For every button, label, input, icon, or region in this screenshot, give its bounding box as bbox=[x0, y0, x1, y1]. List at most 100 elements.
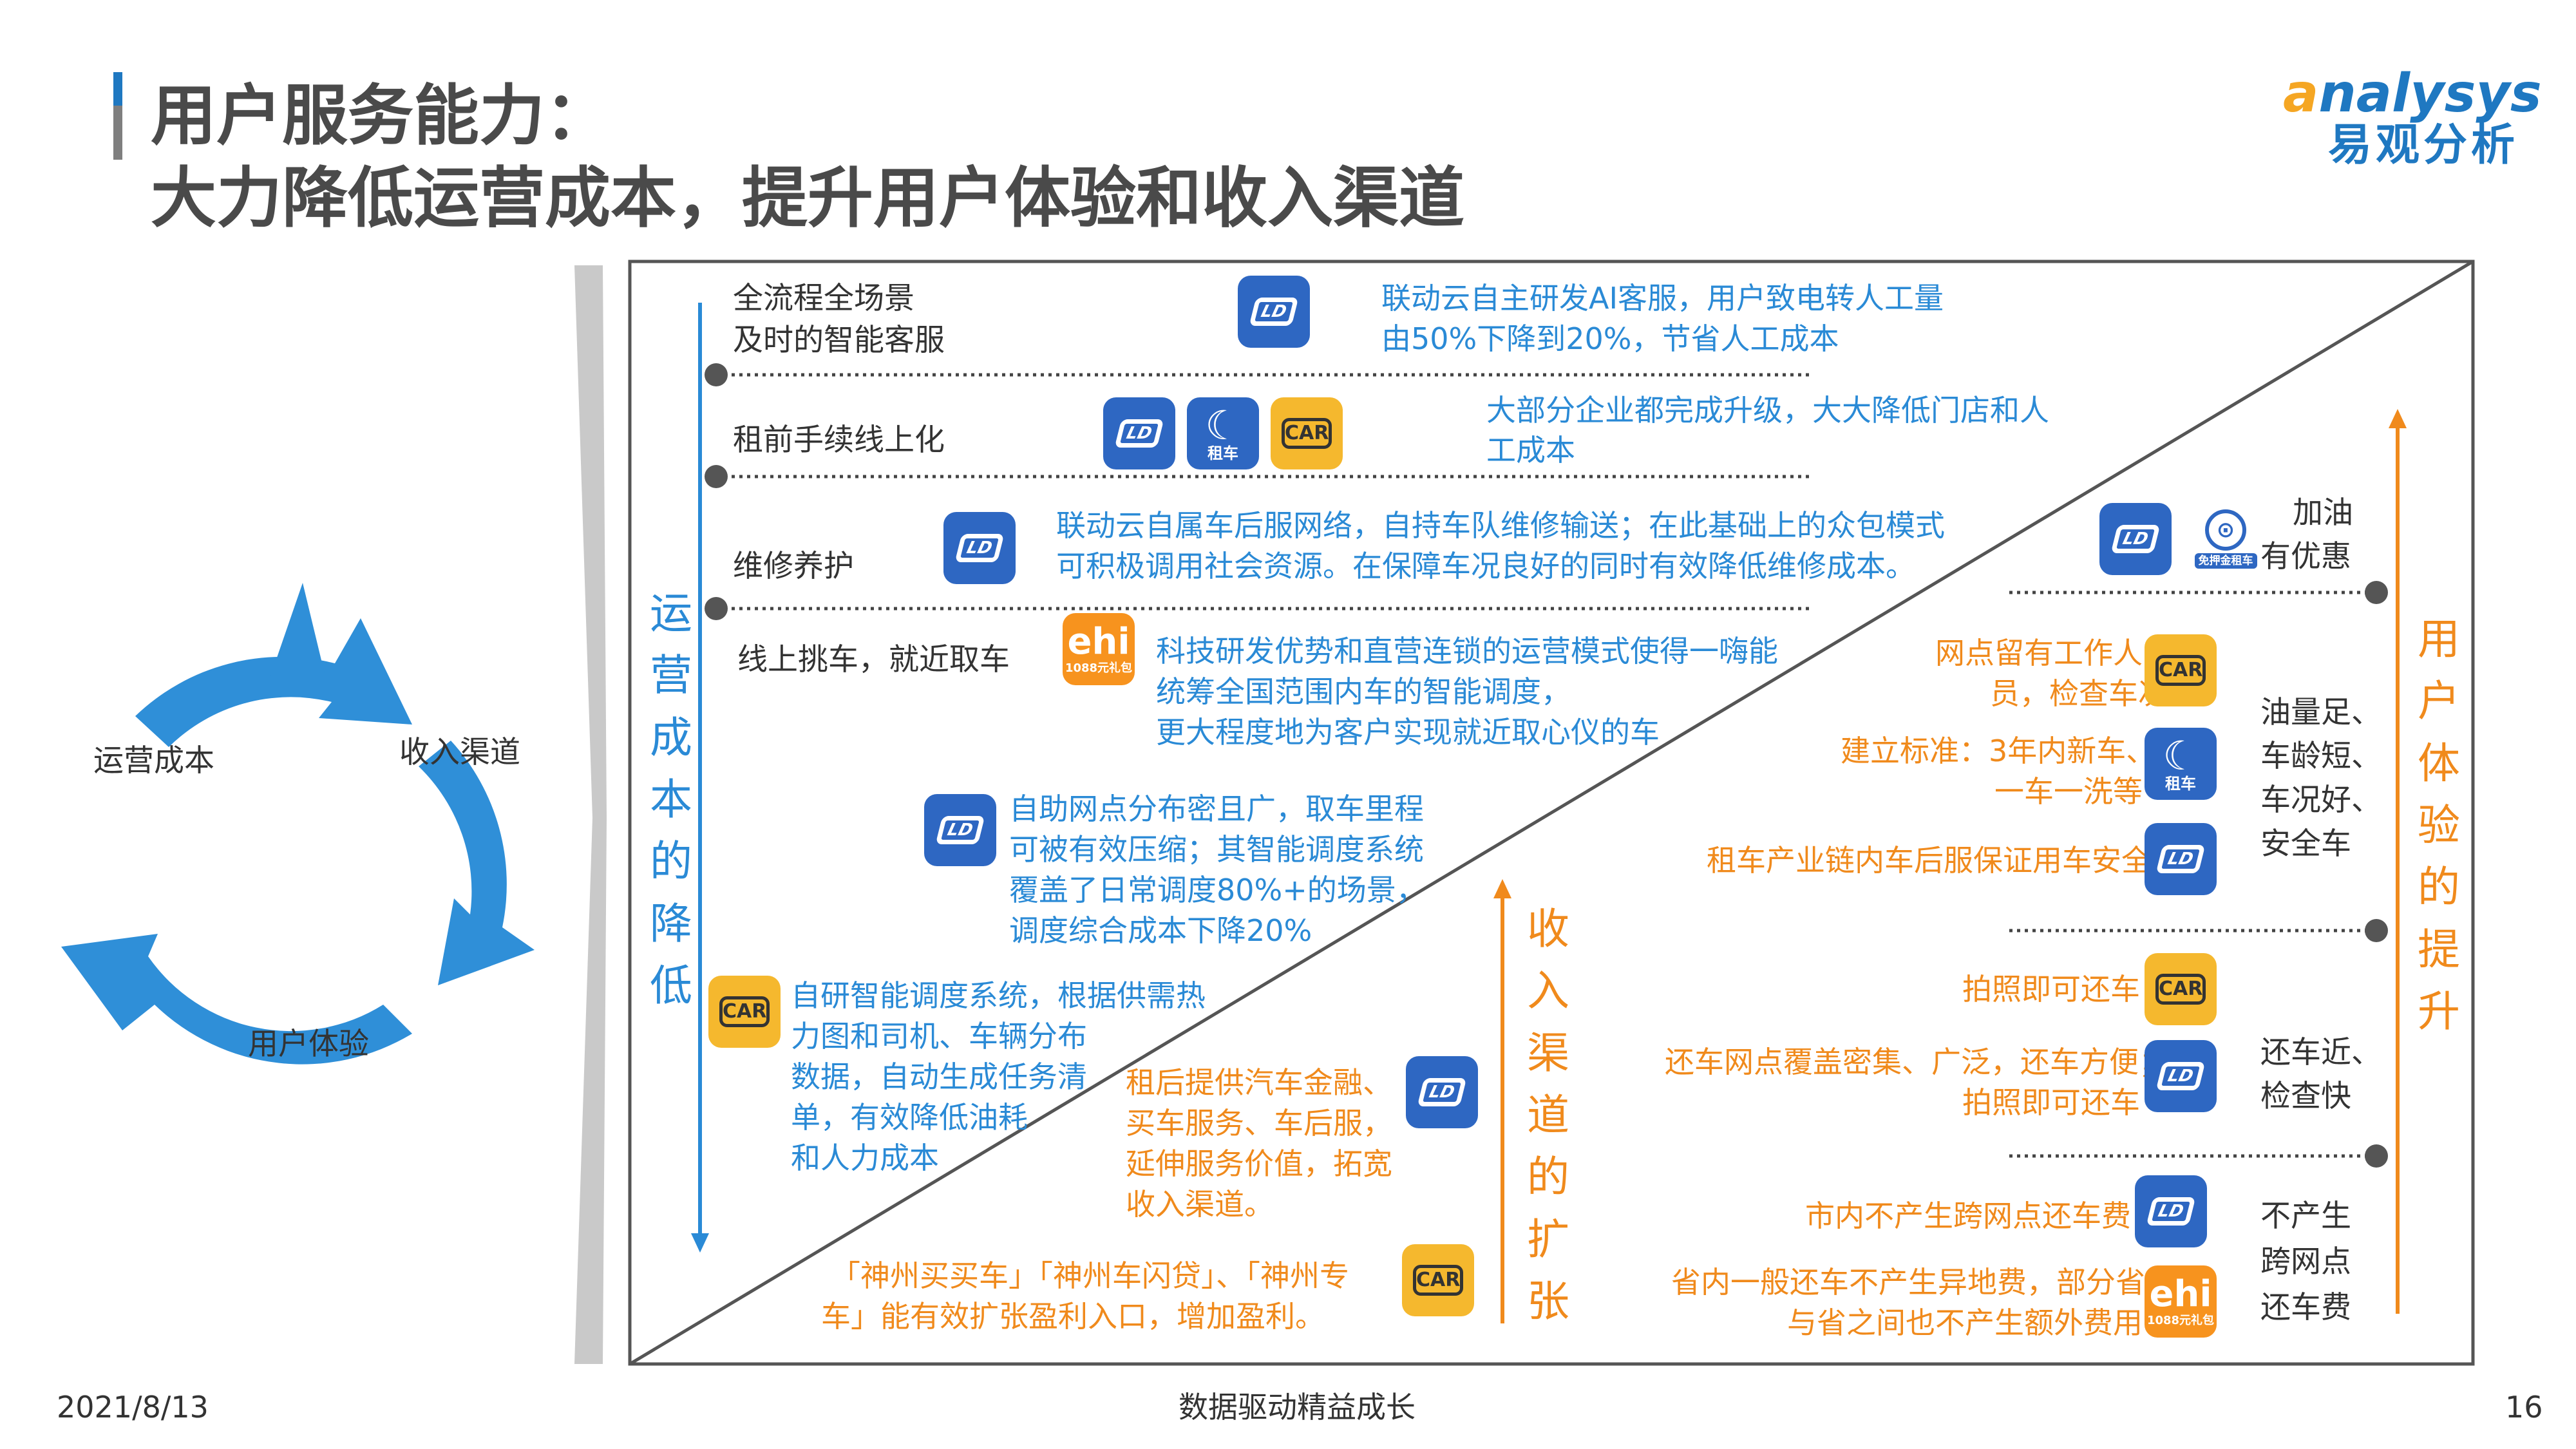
axis-title-revenue: 收入渠道的扩张 bbox=[1527, 904, 1569, 1327]
revenue-item-2-line2: 车」能有效扩张盈利入口，增加盈利。 bbox=[821, 1299, 1325, 1334]
cycle-label-experience: 用户体验 bbox=[248, 1027, 369, 1062]
cost-extra-2-line2: 力图和司机、车辆分布 bbox=[791, 1019, 1087, 1054]
cost-row-3-desc-line2: 可积极调用社会资源。在保障车况良好的同时有效降低维修成本。 bbox=[1056, 549, 1915, 583]
page-number: 16 bbox=[2505, 1390, 2543, 1425]
cost-row-4-desc-line1: 科技研发优势和直营连锁的运营模式使得一嗨能 bbox=[1156, 634, 1778, 668]
separator-dot bbox=[705, 465, 728, 488]
cost-row-1-label-line1: 全流程全场景 bbox=[733, 281, 914, 316]
experience-item-no-fee-city: 市内不产生跨网点还车费 bbox=[1805, 1198, 2131, 1233]
shenzhou-car-logo: CAR bbox=[708, 976, 781, 1048]
liandongyun-logo: LD bbox=[943, 512, 1016, 584]
liandongyun-logo: LD bbox=[1103, 397, 1175, 469]
brand-logo-en-rest: nalysys bbox=[2318, 63, 2542, 124]
experience-group-2-label-line1: 油量足、 bbox=[2260, 695, 2382, 730]
experience-group-3-label-line1: 还车近、 bbox=[2260, 1035, 2382, 1070]
separator-dot bbox=[2365, 919, 2388, 942]
experience-group-1-label-line2: 有优惠 bbox=[2260, 539, 2351, 574]
shenzhou-car-icon: CAR bbox=[719, 996, 770, 1027]
cost-extra-2-line5: 和人力成本 bbox=[791, 1141, 939, 1175]
footer-slogan: 数据驱动精益成长 bbox=[1179, 1390, 1416, 1425]
liandongyun-icon: LD bbox=[954, 534, 1005, 562]
axis-title-cost: 运营成本的降低 bbox=[650, 589, 692, 1011]
ehi-icon: ehi bbox=[2149, 1273, 2212, 1315]
liandongyun-icon: LD bbox=[1114, 419, 1164, 448]
shenzhou-car-logo: CAR bbox=[1402, 1244, 1474, 1316]
experience-item-standard-line1: 建立标准：3年内新车、 bbox=[1841, 734, 2156, 768]
liandongyun-icon: LD bbox=[2146, 1197, 2196, 1226]
zuche-bird-icon: ☾ bbox=[1205, 402, 1241, 449]
cycle-arrow-right bbox=[419, 741, 535, 985]
cost-row-3-desc-line1: 联动云自属车后服网络，自持车队维修输送；在此基础上的众包模式 bbox=[1056, 508, 1945, 543]
cost-row-2-desc-line2: 工成本 bbox=[1486, 433, 1575, 468]
experience-group-3-label-line2: 检查快 bbox=[2260, 1079, 2351, 1114]
separator-dot bbox=[2365, 581, 2388, 604]
footer-date: 2021/8/13 bbox=[57, 1390, 209, 1425]
shenzhou-car-logo: CAR bbox=[2145, 953, 2217, 1025]
page-title-line2: 大力降低运营成本，提升用户体验和收入渠道 bbox=[151, 160, 1464, 237]
experience-item-standard-line2: 一车一洗等 bbox=[1994, 774, 2143, 809]
cost-row-1-desc-line2: 由50%下降到20%，节省人工成本 bbox=[1381, 321, 1839, 356]
main-frame bbox=[628, 260, 2475, 1366]
cost-row-1-desc-line1: 联动云自主研发AI客服，用户致电转人工量 bbox=[1381, 281, 1944, 316]
title-accent-bar-top bbox=[113, 72, 122, 106]
separator-dot bbox=[705, 597, 728, 620]
cost-extra-2-line4: 单，有效降低油耗 bbox=[791, 1100, 1028, 1135]
cycle-label-revenue: 收入渠道 bbox=[399, 735, 520, 770]
cost-extra-1-line3: 覆盖了日常调度80%+的场景， bbox=[1009, 873, 1426, 907]
liandongyun-logo: LD bbox=[924, 794, 996, 866]
shenzhou-car-icon: CAR bbox=[1413, 1265, 1463, 1296]
separator-dot bbox=[2365, 1144, 2388, 1168]
revenue-item-1-line1: 租后提供汽车金融、 bbox=[1126, 1065, 1392, 1100]
zuche-logo-text: 租车 bbox=[1208, 444, 1238, 462]
liandongyun-icon: LD bbox=[1249, 298, 1299, 326]
experience-group-4-label-line1: 不产生 bbox=[2260, 1198, 2351, 1234]
ehi-logo-sub: 1088元礼包 bbox=[1065, 661, 1133, 675]
ehi-logo-sub: 1088元礼包 bbox=[2146, 1314, 2215, 1327]
brand-logo-en: analysys bbox=[2283, 68, 2542, 120]
experience-group-4-label-line2: 跨网点 bbox=[2260, 1244, 2351, 1280]
cost-row-4-label: 线上挑车，就近取车 bbox=[737, 642, 1010, 677]
axis-title-experience: 用户体验的提升 bbox=[2418, 614, 2460, 1037]
revenue-item-1-line4: 收入渠道。 bbox=[1126, 1187, 1274, 1222]
experience-group-4-label-line3: 还车费 bbox=[2260, 1290, 2351, 1325]
zuche-logo: ☾租车 bbox=[1187, 397, 1259, 469]
mianya-logo-text: 免押金租车 bbox=[2194, 553, 2257, 569]
experience-item-staff-line2: 员，检查车况 bbox=[1990, 676, 2168, 711]
brand-logo-en-a: a bbox=[2283, 63, 2319, 124]
cycle-arrows bbox=[61, 583, 535, 1065]
liandongyun-logo: LD bbox=[2145, 1040, 2217, 1112]
cost-extra-2-line1: 自研智能调度系统，根据供需热 bbox=[791, 978, 1206, 1013]
revenue-axis-arrowhead bbox=[1493, 879, 1511, 898]
zuche-logo-text: 租车 bbox=[2165, 775, 2196, 793]
shenzhou-car-icon: CAR bbox=[2155, 655, 2206, 686]
car-coin-icon: ⊙ bbox=[2205, 509, 2246, 551]
experience-group-1-label-line1: 加油 bbox=[2293, 495, 2353, 531]
experience-item-coverage-line2: 拍照即可还车 bbox=[1962, 1085, 2140, 1120]
experience-group-2-label-line2: 车龄短、 bbox=[2260, 739, 2382, 774]
ehi-icon: ehi bbox=[1067, 621, 1130, 663]
liandongyun-icon: LD bbox=[1417, 1078, 1467, 1106]
experience-item-staff-line1: 网点留有工作人 bbox=[1935, 636, 2143, 670]
revenue-item-1-line3: 延伸服务价值，拓宽 bbox=[1126, 1146, 1392, 1181]
cycle-arrow-top-tip bbox=[270, 583, 325, 676]
page-title-line1: 用户服务能力： bbox=[151, 78, 611, 155]
experience-item-no-fee-province-line2: 与省之间也不产生额外费用 bbox=[1787, 1305, 2143, 1340]
separator-dot bbox=[705, 363, 728, 386]
liandongyun-logo: LD bbox=[2145, 823, 2217, 895]
zuche-logo: ☾租车 bbox=[2145, 728, 2217, 800]
cost-extra-1-line4: 调度综合成本下降20% bbox=[1009, 913, 1312, 948]
cost-axis-arrowhead bbox=[691, 1233, 709, 1253]
cost-extra-1-line2: 可被有效压缩；其智能调度系统 bbox=[1009, 832, 1424, 867]
zuche-bird-icon: ☾ bbox=[2163, 732, 2199, 779]
experience-item-coverage-line1: 还车网点覆盖密集、广泛，还车方便； bbox=[1665, 1045, 2168, 1079]
liandongyun-icon: LD bbox=[935, 816, 985, 844]
experience-axis-arrowhead bbox=[2389, 409, 2407, 428]
experience-separators bbox=[2009, 581, 2388, 1168]
cost-extra-2-line3: 数据，自动生成任务清 bbox=[791, 1059, 1087, 1094]
liandongyun-icon: LD bbox=[2110, 525, 2161, 553]
liandongyun-logo: LD bbox=[2099, 503, 2172, 575]
liandongyun-icon: LD bbox=[2155, 845, 2206, 873]
brand-logo-zh: 易观分析 bbox=[2328, 120, 2519, 171]
